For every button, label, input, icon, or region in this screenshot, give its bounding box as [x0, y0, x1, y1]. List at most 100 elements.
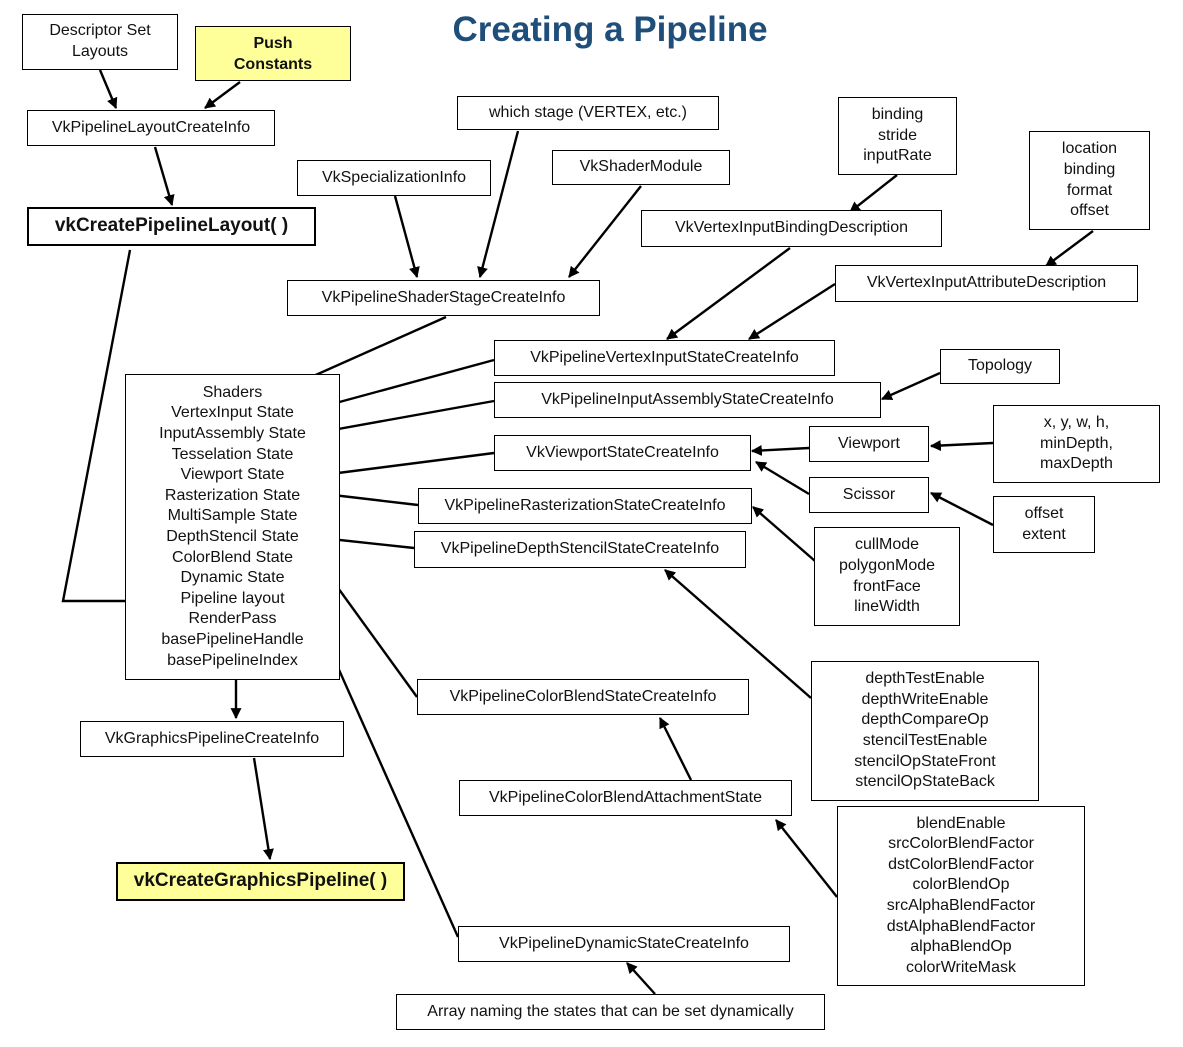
- pipeline-state-list-line: VertexInput State: [171, 404, 294, 422]
- shader-module-line: VkShaderModule: [579, 158, 703, 176]
- rasterization-fields-line: cullMode: [854, 536, 920, 554]
- viewport-fields-box: x, y, w, h, minDepth, maxDepth: [993, 405, 1160, 483]
- page-title: Creating a Pipeline: [452, 10, 768, 49]
- arrow-graphicsinfo-to-creategraphics: [252, 757, 274, 861]
- viewport-fields-line: x, y, w, h,: [1043, 414, 1110, 432]
- attribute-fields-line: binding: [1063, 160, 1116, 178]
- which-stage-box: which stage (VERTEX, etc.): [457, 96, 719, 130]
- depth-stencil-fields-line: stencilOpStateFront: [854, 752, 996, 770]
- specialization-info-box: VkSpecializationInfo: [297, 160, 491, 196]
- arrow-array-to-dynamicinfo: [626, 962, 656, 995]
- arrow-attachment-to-colorblendinfo: [658, 717, 693, 781]
- graphics-pipeline-create-info-box: VkGraphicsPipelineCreateInfo: [80, 721, 344, 757]
- dynamic-state-create-info-box: VkPipelineDynamicStateCreateInfo: [458, 926, 790, 962]
- rasterization-fields-box: cullMode polygonMode frontFace lineWidth: [814, 527, 960, 626]
- vertex-input-binding-description-box: VkVertexInputBindingDescription: [641, 210, 942, 247]
- vertex-input-state-create-info-line: VkPipelineVertexInputStateCreateInfo: [530, 348, 799, 366]
- scissor-fields-line: offset: [1024, 504, 1064, 522]
- rasterization-fields-line: frontFace: [853, 577, 921, 595]
- arrow-rasterfields-to-rasterinfo: [752, 506, 816, 562]
- vertex-input-attribute-description-box: VkVertexInputAttributeDescription: [835, 265, 1138, 302]
- arrow-vertexinputinfo-to-list: [308, 358, 495, 413]
- blend-fields-line: dstColorBlendFactor: [888, 855, 1034, 873]
- pipeline-state-list-line: DepthStencil State: [166, 528, 299, 545]
- arrow-shadermodule-to-shaderstage: [568, 185, 642, 278]
- attribute-fields-line: format: [1066, 181, 1113, 199]
- vertex-input-binding-description-line: VkVertexInputBindingDescription: [674, 219, 909, 237]
- blend-fields-line: alphaBlendOp: [910, 938, 1012, 956]
- pipeline-state-list-line: Tesselation State: [171, 445, 294, 463]
- input-assembly-state-create-info-line: VkPipelineInputAssemblyStateCreateInfo: [541, 390, 834, 408]
- viewport-line: Viewport: [838, 434, 900, 452]
- arrow-inputassembly-to-list: [314, 399, 495, 437]
- arrow-whichstage-to-shaderstage: [477, 130, 520, 279]
- binding-fields-line: stride: [877, 126, 918, 144]
- pipeline-state-list-line: basePipelineIndex: [167, 651, 298, 669]
- graphics-pipeline-create-info-line: VkGraphicsPipelineCreateInfo: [104, 729, 320, 747]
- arrow-descriptor-to-layoutinfo: [98, 69, 118, 110]
- dynamic-states-array-box: Array naming the states that can be set …: [396, 994, 825, 1030]
- arrow-attrdesc-to-vertexinputinfo: [748, 282, 836, 341]
- topology-box: Topology: [940, 349, 1060, 384]
- depth-stencil-fields-line: depthWriteEnable: [861, 690, 989, 708]
- attribute-fields-line: offset: [1070, 202, 1109, 220]
- rasterization-state-create-info-box: VkPipelineRasterizationStateCreateInfo: [418, 488, 752, 524]
- arrow-viewport-to-viewportinfo: [750, 444, 810, 456]
- color-blend-state-create-info-box: VkPipelineColorBlendStateCreateInfo: [417, 679, 749, 715]
- color-blend-attachment-state-line: VkPipelineColorBlendAttachmentState: [488, 788, 763, 806]
- depth-stencil-fields-line: depthCompareOp: [861, 711, 989, 729]
- topology-line: Topology: [967, 357, 1033, 375]
- push-constants-line: Push: [253, 34, 293, 52]
- viewport-fields-line: maxDepth: [1040, 455, 1113, 473]
- create-pipeline-layout-box: vkCreatePipelineLayout( ): [27, 207, 316, 246]
- dynamic-states-array-line: Array naming the states that can be set …: [427, 1002, 794, 1020]
- arrow-layoutinfo-to-createlayout: [153, 146, 175, 207]
- descriptor-set-layouts-line: Descriptor Set: [49, 22, 151, 40]
- push-constants-line: Constants: [233, 55, 313, 73]
- dynamic-state-create-info-line: VkPipelineDynamicStateCreateInfo: [499, 934, 749, 952]
- arrow-bindingdesc-to-vertexinputinfo: [666, 247, 791, 340]
- pipeline-state-list-line: Rasterization State: [164, 486, 301, 504]
- viewport-box: Viewport: [809, 426, 929, 462]
- viewport-state-create-info-box: VkViewportStateCreateInfo: [494, 435, 751, 471]
- binding-fields-line: inputRate: [863, 147, 932, 165]
- which-stage-line: which stage (VERTEX, etc.): [489, 103, 687, 121]
- pipeline-state-list-line: Dynamic State: [180, 569, 285, 587]
- arrow-depthfields-to-depthstencilinfo: [664, 569, 812, 699]
- viewport-fields-line: minDepth,: [1040, 434, 1113, 452]
- create-pipeline-layout-line: vkCreatePipelineLayout( ): [54, 215, 289, 237]
- pipeline-state-list-line: InputAssembly State: [159, 425, 306, 443]
- vertex-input-attribute-description-line: VkVertexInputAttributeDescription: [866, 274, 1107, 292]
- depth-stencil-state-create-info-line: VkPipelineDepthStencilStateCreateInfo: [440, 540, 720, 558]
- binding-fields-line: binding: [871, 106, 924, 124]
- pipeline-state-list-line: RenderPass: [188, 610, 277, 628]
- scissor-line: Scissor: [842, 485, 896, 503]
- binding-fields-box: binding stride inputRate: [838, 97, 957, 175]
- pipeline-layout-create-info-box: VkPipelineLayoutCreateInfo: [27, 110, 275, 146]
- pipeline-layout-create-info-line: VkPipelineLayoutCreateInfo: [51, 118, 251, 136]
- viewport-state-create-info-line: VkViewportStateCreateInfo: [526, 443, 719, 461]
- arrow-topology-to-inputassembly: [880, 371, 941, 401]
- arrow-attrfields-to-attrdesc: [1045, 230, 1094, 267]
- arrow-blendfields-to-attachment: [775, 819, 838, 898]
- create-graphics-pipeline-line: vkCreateGraphicsPipeline( ): [133, 870, 388, 892]
- blend-fields-line: srcColorBlendFactor: [888, 835, 1034, 853]
- shader-module-box: VkShaderModule: [552, 150, 730, 185]
- pipeline-state-list-line: Shaders: [202, 383, 263, 401]
- blend-fields-box: blendEnable srcColorBlendFactor dstColorBl…: [837, 806, 1085, 986]
- rasterization-state-create-info-line: VkPipelineRasterizationStateCreateInfo: [444, 496, 726, 514]
- rasterization-fields-line: lineWidth: [854, 598, 920, 616]
- attribute-fields-box: location binding format offset: [1029, 131, 1150, 230]
- pipeline-state-list-line: Pipeline layout: [180, 589, 285, 607]
- blend-fields-line: blendEnable: [916, 814, 1006, 832]
- rasterization-fields-line: polygonMode: [838, 556, 936, 574]
- attribute-fields-line: location: [1061, 140, 1118, 158]
- color-blend-state-create-info-line: VkPipelineColorBlendStateCreateInfo: [449, 687, 717, 705]
- depth-stencil-state-create-info-box: VkPipelineDepthStencilStateCreateInfo: [414, 531, 746, 568]
- pipeline-state-list-line: basePipelineHandle: [161, 630, 304, 648]
- depth-stencil-fields-line: stencilOpStateBack: [855, 773, 995, 791]
- depth-stencil-fields-line: depthTestEnable: [865, 670, 985, 688]
